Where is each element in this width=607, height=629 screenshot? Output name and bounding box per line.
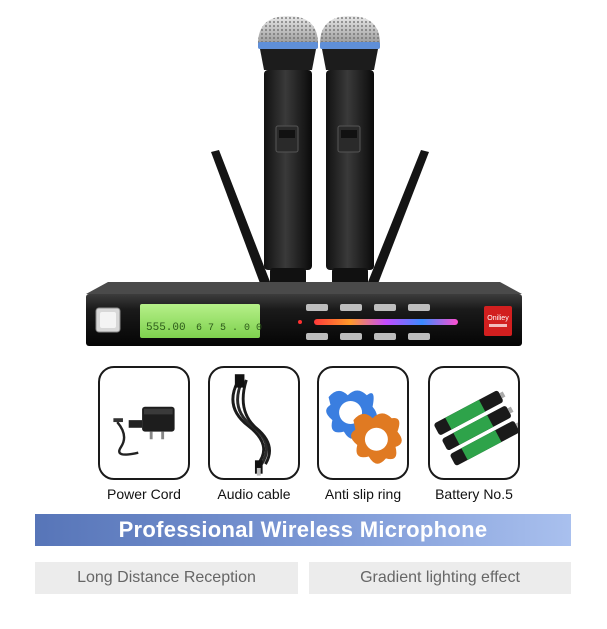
feature-gradient-lighting: Gradient lighting effect — [309, 562, 571, 594]
power-adapter-icon — [113, 406, 175, 456]
lcd-display — [140, 304, 260, 338]
accessory-label-audio-cable: Audio cable — [217, 486, 291, 502]
right-microphone — [320, 16, 380, 290]
feature-long-distance: Long Distance Reception — [35, 562, 298, 594]
left-microphone — [258, 16, 318, 290]
audio-cable-icon — [231, 374, 271, 476]
right-antenna — [364, 150, 429, 294]
wireless-microphone-system-image: 555.00 6 7 5 . 0 0 Oniliey — [86, 16, 522, 346]
left-antenna — [211, 150, 274, 294]
battery-icon — [434, 390, 518, 466]
accessory-power-cord — [98, 366, 190, 480]
product-hero: 555.00 6 7 5 . 0 0 Oniliey — [86, 16, 522, 346]
accessory-audio-cable — [208, 366, 300, 480]
brand-name: Oniliey — [487, 315, 509, 322]
accessory-label-battery: Battery No.5 — [435, 486, 513, 502]
anti-slip-ring-icon — [326, 390, 402, 464]
lcd-left-frequency: 555.00 — [146, 322, 186, 334]
product-title-banner: Professional Wireless Microphone — [35, 514, 571, 546]
receiver-unit: 555.00 6 7 5 . 0 0 Oniliey — [86, 282, 522, 346]
accessory-label-power-cord: Power Cord — [107, 486, 181, 502]
accessories-row: Power Cord Audio cable Anti slip ring — [0, 366, 607, 506]
accessory-label-anti-slip-ring: Anti slip ring — [324, 486, 402, 502]
rgb-light-bar — [314, 319, 458, 325]
accessory-battery — [428, 366, 520, 480]
lcd-right-frequency: 6 7 5 . 0 0 — [196, 323, 262, 334]
accessory-anti-slip-ring — [317, 366, 409, 480]
brand-badge — [484, 306, 512, 336]
